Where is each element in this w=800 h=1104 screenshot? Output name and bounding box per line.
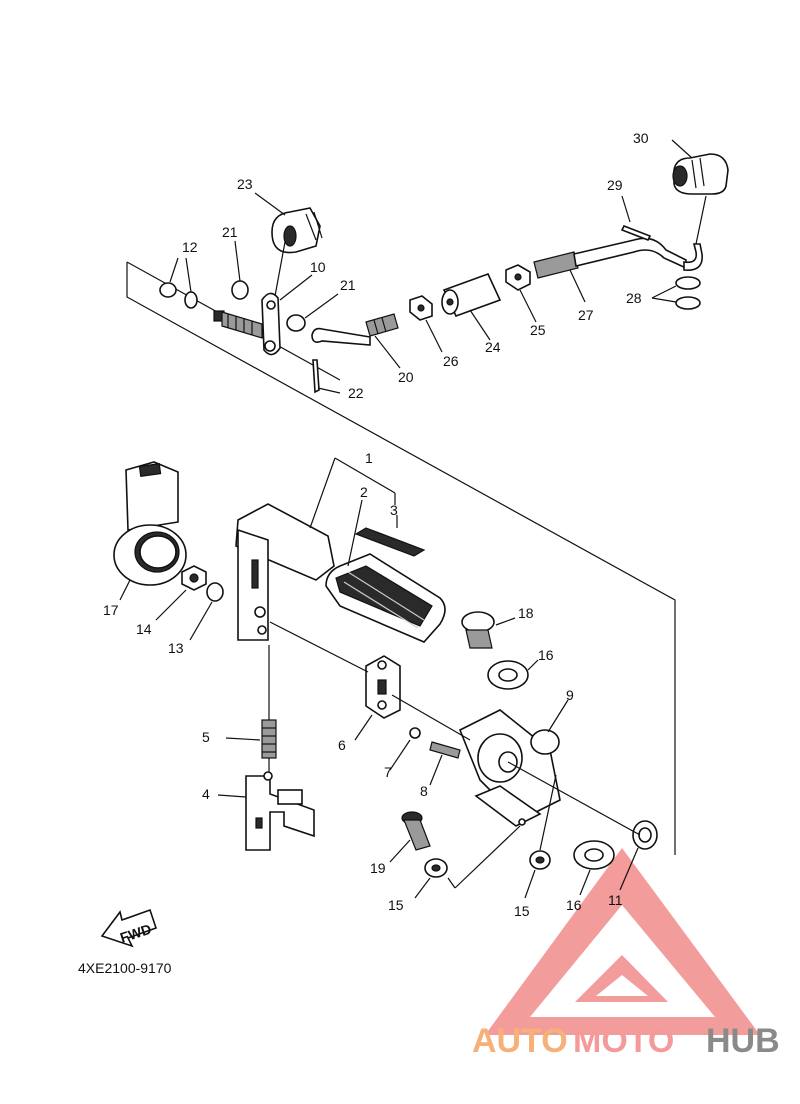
watermark-moto: MOTO bbox=[573, 1022, 674, 1060]
callout-22: 22 bbox=[348, 385, 364, 401]
part-9-pivot-block bbox=[458, 709, 561, 827]
callout-30: 30 bbox=[633, 130, 649, 146]
part-28-washer-b bbox=[675, 296, 701, 310]
callout-15b: 15 bbox=[514, 903, 530, 919]
part-27-shift-rod bbox=[533, 237, 703, 279]
callout-21a: 21 bbox=[222, 224, 238, 240]
callout-15a: 15 bbox=[388, 897, 404, 913]
part-24-sleeve bbox=[441, 272, 502, 318]
part-21-washer-b bbox=[286, 314, 306, 332]
callout-8: 8 bbox=[420, 783, 428, 799]
callout-27: 27 bbox=[578, 307, 594, 323]
callout-9: 9 bbox=[566, 687, 574, 703]
callout-1: 1 bbox=[365, 450, 373, 466]
watermark-auto: AUTO bbox=[472, 1022, 568, 1060]
callout-16a: 16 bbox=[538, 647, 554, 663]
frame-line-upper bbox=[126, 262, 676, 855]
watermark-logo-triangle bbox=[485, 848, 760, 1035]
part-21-washer-a bbox=[231, 280, 249, 300]
part-20-rod bbox=[311, 313, 399, 346]
callout-6: 6 bbox=[338, 737, 346, 753]
callout-18: 18 bbox=[518, 605, 534, 621]
part-23-boot bbox=[271, 207, 323, 254]
watermark-hub: HUB bbox=[706, 1022, 780, 1060]
drawing-code: 4XE2100-9170 bbox=[78, 960, 172, 976]
callout-13: 13 bbox=[168, 640, 184, 656]
part-3-label bbox=[354, 527, 426, 557]
callout-19: 19 bbox=[370, 860, 386, 876]
callout-20: 20 bbox=[398, 369, 414, 385]
callout-3: 3 bbox=[390, 502, 398, 518]
part-7-ball bbox=[409, 727, 421, 739]
callout-25: 25 bbox=[530, 322, 546, 338]
part-19-bolt bbox=[401, 811, 431, 851]
callout-24: 24 bbox=[485, 339, 501, 355]
callout-16b: 16 bbox=[566, 897, 582, 913]
part-8-spring bbox=[429, 741, 461, 759]
watermark-text: AUTO MOTO HUB bbox=[472, 1022, 780, 1060]
callout-7: 7 bbox=[384, 764, 392, 780]
callout-28: 28 bbox=[626, 290, 642, 306]
part-13-washer bbox=[206, 582, 224, 602]
part-12-washer-b bbox=[184, 291, 198, 309]
pivot-shaft-spring bbox=[213, 310, 263, 339]
fwd-arrow-icon bbox=[100, 908, 158, 948]
callout-5: 5 bbox=[202, 729, 210, 745]
part-5-spring bbox=[261, 719, 277, 759]
callout-21b: 21 bbox=[340, 277, 356, 293]
part-1-lever-bracket bbox=[235, 503, 335, 641]
part-30-ball-joint bbox=[672, 153, 729, 195]
callout-23: 23 bbox=[237, 176, 253, 192]
part-12-washer-a bbox=[159, 282, 177, 298]
part-10-arm bbox=[261, 292, 281, 356]
callout-4: 4 bbox=[202, 786, 210, 802]
part-22-pin bbox=[312, 359, 320, 394]
callout-11: 11 bbox=[608, 892, 623, 908]
callout-14: 14 bbox=[136, 621, 152, 637]
part-28-washer-a bbox=[675, 276, 701, 290]
part-6-plate bbox=[365, 655, 401, 719]
callout-2: 2 bbox=[360, 484, 368, 500]
part-2-pad bbox=[325, 553, 446, 643]
callout-26: 26 bbox=[443, 353, 459, 369]
part-18-bolt bbox=[461, 611, 495, 649]
callout-12: 12 bbox=[182, 239, 198, 255]
part-4-bracket bbox=[245, 771, 315, 851]
part-29-pin bbox=[620, 224, 652, 242]
callout-29: 29 bbox=[607, 177, 623, 193]
part-17-housing bbox=[113, 461, 187, 586]
callout-17: 17 bbox=[103, 602, 119, 618]
callout-10: 10 bbox=[310, 259, 326, 275]
